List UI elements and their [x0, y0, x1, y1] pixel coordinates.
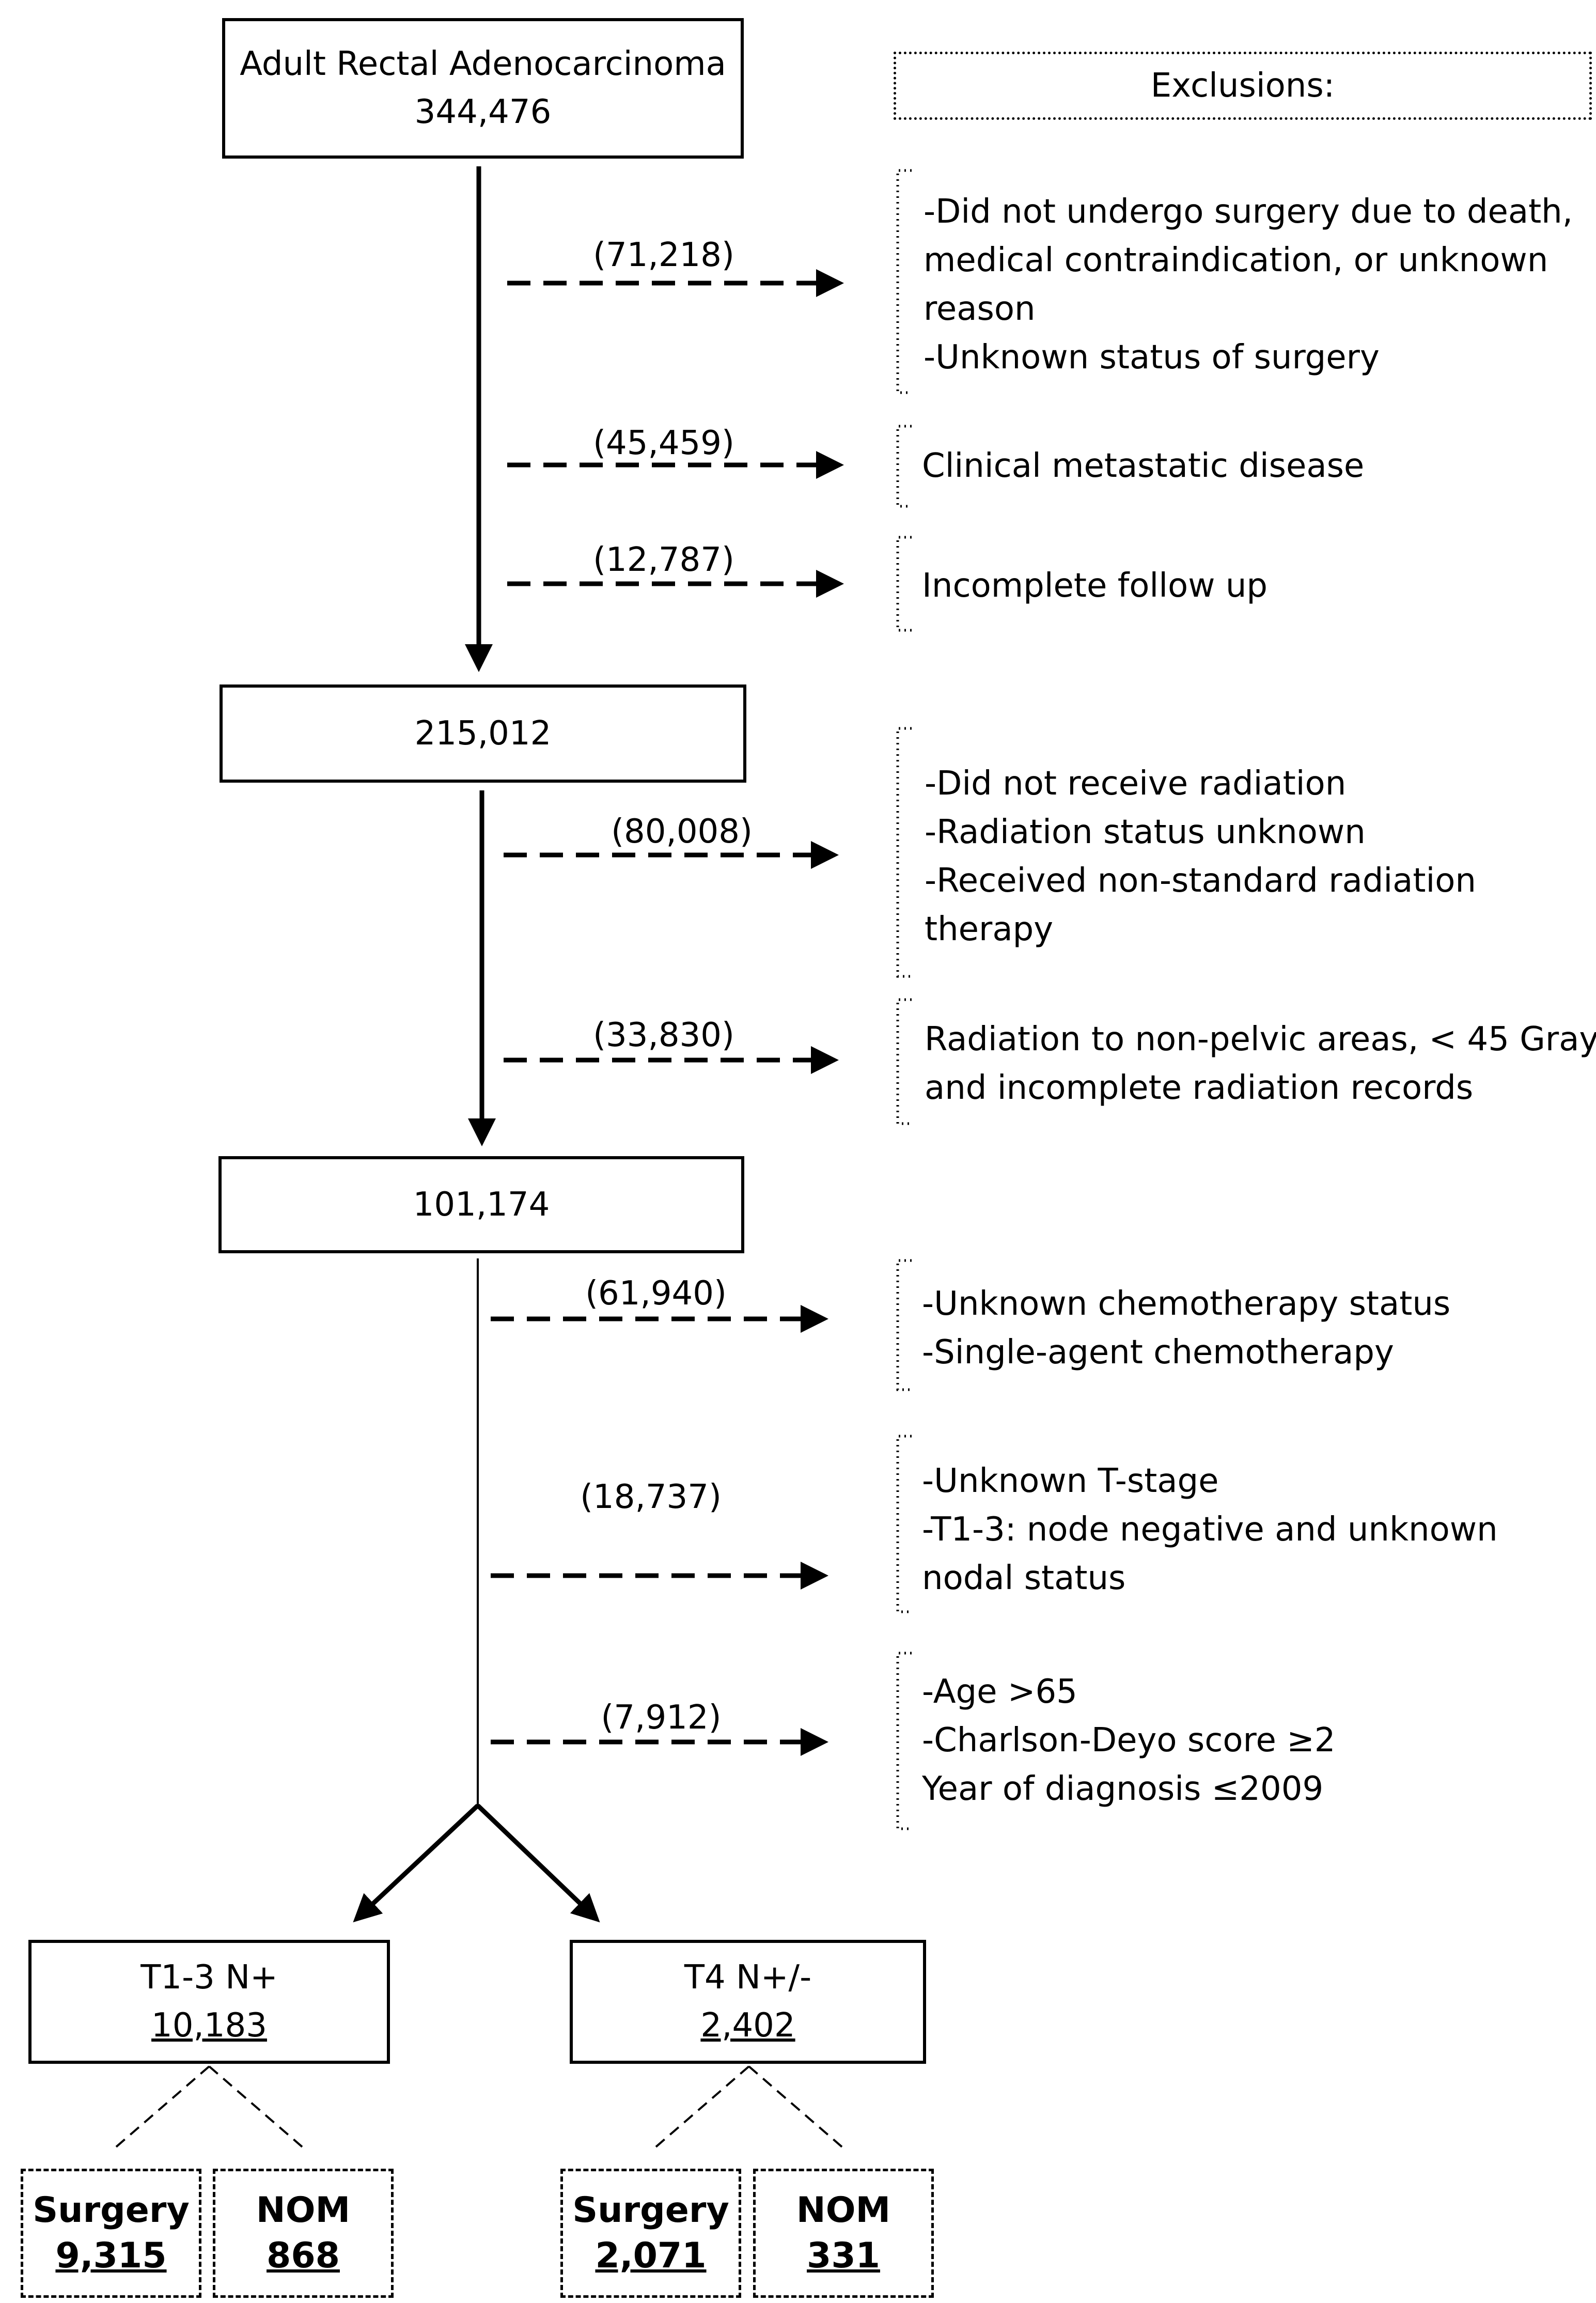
box-t1-3-n-plus: T1-3 N+ 10,183 — [28, 1940, 390, 2064]
exclusion-line: therapy — [925, 910, 1054, 948]
exclusion-count-3: (12,787) — [593, 541, 734, 579]
exclusion-count-2: (45,459) — [593, 424, 734, 462]
t4-count: 2,402 — [700, 2006, 795, 2045]
exclusion-text-3: Incomplete follow up — [922, 562, 1268, 610]
arrow-split-to-t4 — [476, 1803, 600, 1923]
box-t4-n-plus-minus: T4 N+/- 2,402 — [570, 1940, 926, 2064]
exclusion-count-8: (7,912) — [601, 1699, 722, 1737]
exclusion-count-7: (18,737) — [580, 1478, 722, 1516]
exclusion-line: -Received non-standard radiation — [925, 862, 1476, 900]
box-adult-rectal-adenocarcinoma: Adult Rectal Adenocarcinoma 344,476 — [222, 18, 744, 159]
box-main-count: 344,476 — [414, 93, 552, 131]
exclusion-line: -Did not undergo surgery due to death, — [924, 193, 1573, 231]
box-215012: 215,012 — [220, 684, 746, 783]
bracket-excl-5 — [896, 998, 912, 1125]
exclusion-line: -Age >65 — [922, 1673, 1077, 1711]
exclusion-text-8: -Age >65 -Charlson-Deyo score ≥2 Year of… — [922, 1668, 1336, 1813]
exclusion-text-6: -Unknown chemotherapy status -Single-age… — [922, 1280, 1450, 1377]
exclusion-line: -Radiation status unknown — [925, 813, 1366, 851]
subgroup-t4-nom: NOM 331 — [753, 2169, 934, 2298]
bracket-excl-4 — [896, 727, 912, 978]
exclusion-line: -Single-agent chemotherapy — [922, 1333, 1394, 1372]
box-101174: 101,174 — [218, 1156, 744, 1253]
split-t4-nom — [748, 2065, 846, 2150]
bracket-excl-1 — [896, 169, 912, 394]
exclusion-line: -Charlson-Deyo score ≥2 — [922, 1721, 1336, 1760]
exclusions-header-label: Exclusions: — [1150, 67, 1335, 105]
bracket-excl-3 — [896, 536, 912, 632]
exclusion-count-4: (80,008) — [611, 813, 753, 851]
exclusion-line: nodal status — [922, 1559, 1126, 1597]
exclusion-line: -Unknown status of surgery — [924, 338, 1380, 377]
subgroup-count: 868 — [267, 2235, 340, 2276]
exclusion-count-6: (61,940) — [585, 1274, 727, 1313]
subgroup-label: Surgery — [572, 2189, 729, 2231]
subgroup-count: 331 — [807, 2235, 880, 2276]
exclusion-text-7: -Unknown T-stage -T1-3: node negative an… — [922, 1457, 1498, 1602]
subgroup-label: Surgery — [33, 2189, 190, 2231]
exclusion-count-1: (71,218) — [593, 236, 734, 274]
t13-label: T1-3 N+ — [140, 1958, 278, 1997]
exclusion-line: -Did not receive radiation — [925, 765, 1347, 803]
exclusion-text-4: -Did not receive radiation -Radiation st… — [925, 759, 1476, 954]
bracket-excl-2 — [896, 425, 912, 508]
subgroup-t13-surgery: Surgery 9,315 — [21, 2169, 201, 2298]
arrow-split-to-t13 — [353, 1803, 480, 1923]
exclusion-line: Incomplete follow up — [922, 567, 1268, 605]
exclusion-line: Year of diagnosis ≤2009 — [922, 1770, 1324, 1808]
exclusion-text-5: Radiation to non-pelvic areas, < 45 Gray… — [925, 1015, 1596, 1112]
exclusion-line: -T1-3: node negative and unknown — [922, 1511, 1498, 1549]
subgroup-label: NOM — [256, 2189, 351, 2231]
exclusion-line: reason — [924, 290, 1036, 328]
exclusion-line: -Unknown chemotherapy status — [922, 1285, 1451, 1323]
subgroup-label: NOM — [796, 2189, 891, 2231]
exclusion-line: Clinical metastatic disease — [922, 447, 1365, 485]
box-101174-count: 101,174 — [413, 1185, 550, 1224]
exclusion-text-2: Clinical metastatic disease — [922, 442, 1364, 490]
exclusion-count-5: (33,830) — [593, 1016, 734, 1054]
exclusion-line: and incomplete radiation records — [925, 1069, 1474, 1107]
exclusion-line: medical contraindication, or unknown — [924, 241, 1548, 279]
bracket-excl-6 — [896, 1259, 912, 1391]
box-main-title: Adult Rectal Adenocarcinoma — [240, 45, 726, 84]
bracket-excl-7 — [896, 1435, 912, 1613]
box-215012-count: 215,012 — [414, 714, 552, 753]
exclusion-line: Radiation to non-pelvic areas, < 45 Gray… — [925, 1020, 1596, 1059]
t13-count: 10,183 — [151, 2006, 267, 2045]
split-t13-nom — [208, 2065, 306, 2150]
subgroup-t4-surgery: Surgery 2,071 — [560, 2169, 741, 2298]
exclusions-header: Exclusions: — [894, 52, 1592, 120]
exclusion-text-1: -Did not undergo surgery due to death, m… — [924, 188, 1573, 382]
exclusion-line: -Unknown T-stage — [922, 1462, 1219, 1500]
t4-label: T4 N+/- — [684, 1958, 812, 1997]
split-t13-surgery — [113, 2065, 210, 2150]
subgroup-count: 2,071 — [595, 2235, 707, 2276]
bracket-excl-8 — [896, 1652, 912, 1830]
split-t4-surgery — [652, 2065, 750, 2150]
subgroup-t13-nom: NOM 868 — [213, 2169, 394, 2298]
subgroup-count: 9,315 — [55, 2235, 167, 2276]
